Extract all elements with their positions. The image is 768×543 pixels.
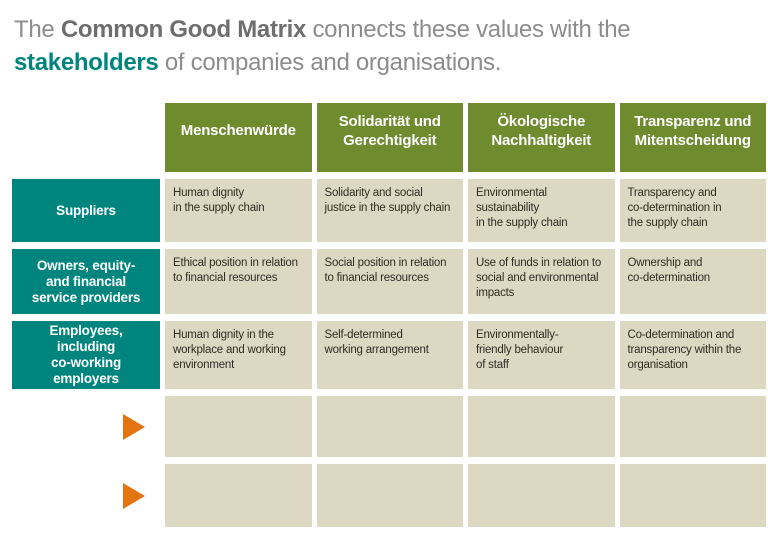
corner-spacer	[12, 103, 160, 172]
matrix-cell: Environmentally- friendly behaviour of s…	[468, 321, 615, 389]
matrix-cell-empty	[619, 396, 766, 457]
row-header-suppliers: Suppliers	[12, 179, 160, 242]
right-arrow-icon	[123, 413, 145, 440]
right-arrow-icon	[123, 482, 145, 509]
title-text-2: connects these values with the	[306, 16, 631, 43]
title-text-3: of companies and organisations.	[158, 49, 502, 76]
matrix-cell-empty	[316, 396, 463, 457]
common-good-matrix-table: Menschenwürde Solidarität und Gerechtigk…	[12, 103, 766, 527]
column-header-menschenwuerde: Menschenwürde	[165, 103, 312, 172]
matrix-cell: Human dignity in the supply chain	[165, 179, 312, 242]
column-header-transparenz: Transparenz und Mitentscheidung	[619, 103, 766, 172]
title-bold-stakeholders: stakeholders	[14, 49, 159, 76]
matrix-cell-empty	[619, 464, 766, 527]
matrix-cell: Human dignity in the workplace and worki…	[165, 321, 312, 389]
column-header-solidaritaet: Solidarität und Gerechtigkeit	[316, 103, 463, 172]
row-header-employees: Employees, including co-working employer…	[12, 321, 160, 389]
matrix-cell: Self-determined working arrangement	[316, 321, 463, 389]
matrix-cell-empty	[468, 396, 615, 457]
column-header-oekologische: Ökologische Nachhaltigkeit	[468, 103, 615, 172]
matrix-cell: Transparency and co-determination in the…	[619, 179, 766, 242]
matrix-cell-empty	[468, 464, 615, 527]
matrix-cell: Solidarity and social justice in the sup…	[316, 179, 463, 242]
matrix-cell: Environmental sustainability in the supp…	[468, 179, 615, 242]
row-header-arrow-2	[12, 464, 160, 527]
row-header-arrow-1	[12, 396, 160, 457]
matrix-cell: Social position in relation to financial…	[316, 249, 463, 314]
matrix-cell: Ownership and co-determination	[619, 249, 766, 314]
title-bold-common-good-matrix: Common Good Matrix	[60, 16, 307, 43]
row-header-owners: Owners, equity- and financial service pr…	[12, 249, 160, 314]
matrix-cell: Ethical position in relation to financia…	[165, 249, 312, 314]
matrix-cell: Use of funds in relation to social and e…	[468, 249, 615, 314]
title-text-1: The	[14, 16, 61, 43]
matrix-cell-empty	[165, 464, 312, 527]
matrix-cell-empty	[316, 464, 463, 527]
page-title: The Common Good Matrix connects these va…	[14, 13, 754, 79]
matrix-cell: Co-determination and transparency within…	[619, 321, 766, 389]
matrix-cell-empty	[165, 396, 312, 457]
